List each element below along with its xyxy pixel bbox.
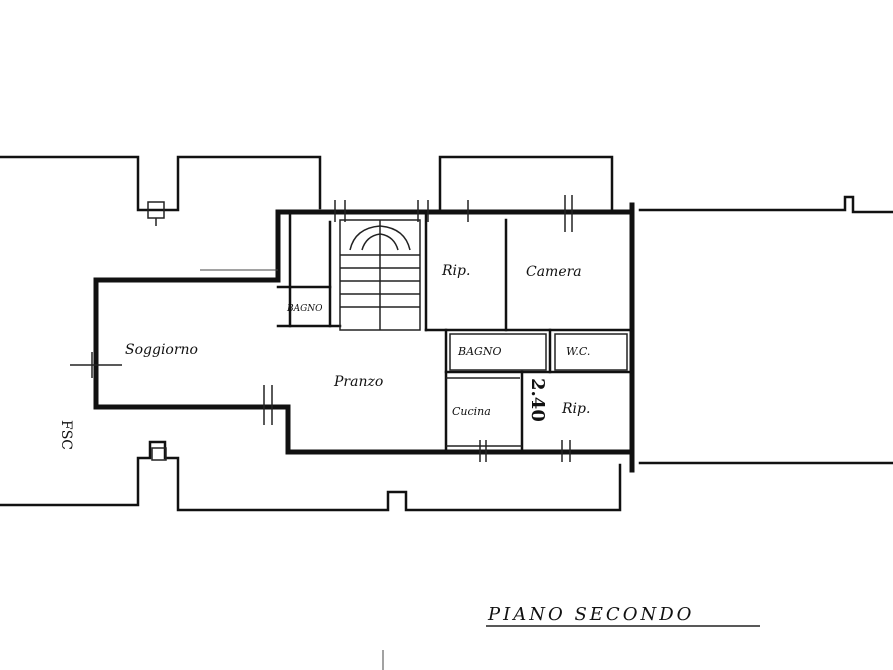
label-cucina: Cucina — [452, 405, 491, 418]
floor-title: PIANO SECONDO — [487, 604, 694, 625]
dimension-label: 2.40 — [527, 378, 548, 422]
label-ripostiglio-top: Rip. — [441, 263, 470, 279]
label-bagno: BAGNO — [457, 345, 501, 358]
staircase — [340, 220, 420, 330]
terrace-outline — [0, 155, 893, 512]
side-label: FSC — [58, 420, 74, 450]
label-bath-small: BAGNO — [286, 304, 323, 314]
label-soggiorno: Soggiorno — [125, 342, 198, 358]
label-camera: Camera — [526, 264, 582, 280]
label-ripostiglio-bottom: Rip. — [561, 401, 590, 417]
openings — [70, 195, 573, 462]
label-pranzo: Pranzo — [333, 374, 383, 390]
label-wc: W.C. — [566, 345, 590, 358]
